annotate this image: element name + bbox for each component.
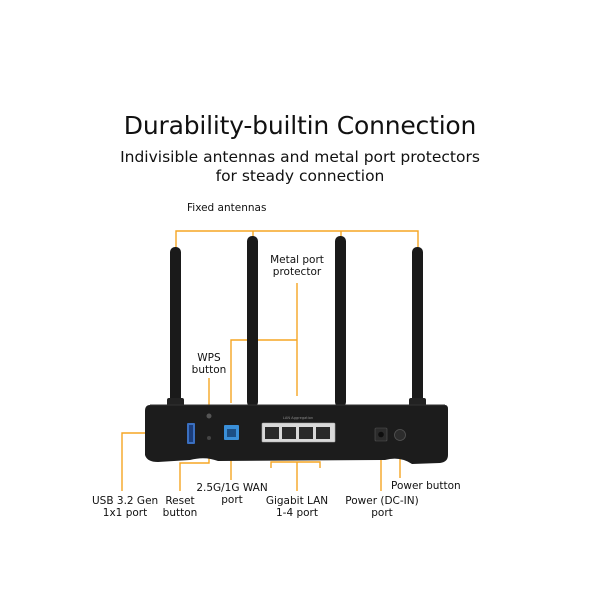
power-button [394,429,406,441]
label-metal-port-protector-line-1: Metal port [270,254,324,266]
label-wps-button-line-1: WPS [197,352,221,364]
label-reset-button-line-1: Reset [165,495,195,507]
label-usb-port-line-1: USB 3.2 Gen [92,495,159,507]
antenna-4 [412,247,423,407]
lan-port-4 [316,427,330,439]
reset-button [207,436,211,440]
wan-port-jack [227,429,236,437]
lan-port-3 [299,427,313,439]
callout-reset [179,455,210,491]
label-power-button: Power button [391,480,461,492]
label-lan-ports-line-1: Gigabit LAN [265,495,329,507]
power-dc-in-hole [378,431,384,438]
label-wps-button: WPS button [186,352,232,376]
callout-fixed-antennas [175,230,419,250]
headline: Durability-builtin Connection [123,111,477,140]
subheadline-line-2: for steady connection [215,167,385,185]
label-usb-port-line-2: 1x1 port [102,507,148,519]
label-usb-port: USB 3.2 Gen 1x1 port [92,495,158,519]
label-metal-port-protector: Metal port protector [266,254,328,278]
label-wan-port-line-2: port [221,494,243,506]
label-fixed-antennas: Fixed antennas [187,202,267,214]
label-power-dc-in-line-1: Power (DC-IN) [345,495,419,507]
antenna-1 [170,247,181,407]
label-power-dc-in: Power (DC-IN) port [342,495,422,519]
callout-metal-protector-branch [230,339,297,403]
lan-aggregation-print: LAN Aggregation [283,416,313,420]
label-wan-port-line-1: 2.5G/1G WAN [196,482,268,494]
wps-button [206,413,212,419]
label-lan-ports: Gigabit LAN 1-4 port [259,495,335,519]
antenna-3 [335,236,346,407]
label-power-dc-in-line-2: port [371,507,393,519]
antennas [167,236,426,410]
lan-port-1 [265,427,279,439]
subheadline-line-1: Indivisible antennas and metal port prot… [120,148,480,166]
usb-port-inner [189,425,193,442]
lan-ports [265,427,330,439]
label-wan-port: 2.5G/1G WAN port [193,482,271,506]
label-metal-port-protector-line-2: protector [272,266,322,278]
subheadline: Indivisible antennas and metal port prot… [0,148,600,186]
callout-lan [270,461,321,468]
label-reset-button-line-2: button [162,507,198,519]
lan-port-2 [282,427,296,439]
antenna-2 [247,236,258,407]
label-lan-ports-line-2: 1-4 port [275,507,318,519]
label-wps-button-line-2: button [191,364,227,376]
label-reset-button: Reset button [158,495,202,519]
